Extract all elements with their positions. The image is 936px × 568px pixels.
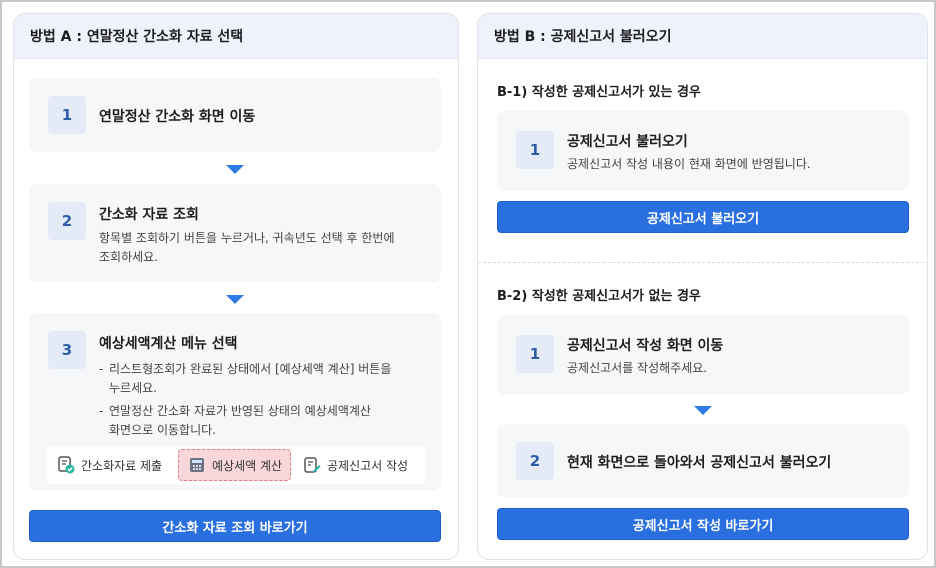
section-divider (478, 262, 927, 263)
go-to-write-deduction-form-button[interactable]: 공제신고서 작성 바로가기 (497, 508, 909, 540)
tab-label: 예상세액 계산 (212, 458, 283, 473)
step-title: 간소화 자료 조회 (99, 207, 199, 223)
step-title: 예상세액계산 메뉴 선택 (99, 336, 238, 352)
method-b2-step-2: 2 현재 화면으로 돌아와서 공제신고서 불러오기 (497, 424, 909, 498)
load-deduction-form-button[interactable]: 공제신고서 불러오기 (497, 201, 909, 233)
method-b-title: 방법 B : 공제신고서 불러오기 (478, 14, 927, 59)
step-description-line-2: 조회하세요. (99, 250, 159, 264)
tab-estimated-tax-calc-selected: 예상세액 계산 (178, 449, 292, 481)
tab-label: 공제신고서 작성 (327, 458, 409, 473)
method-b1-step-1: 1 공제신고서 불러오기 공제신고서 작성 내용이 현재 화면에 반영됩니다. (497, 111, 909, 191)
menu-tabs-preview: 간소화자료 제출 예상세액 계산 (46, 446, 426, 484)
document-check-icon (56, 455, 76, 475)
step-number: 1 (516, 131, 554, 169)
method-a-panel: 방법 A : 연말정산 간소화 자료 선택 1 연말정산 간소화 화면 이동 2… (13, 13, 459, 560)
section-b1-title: B-1) 작성한 공제신고서가 있는 경우 (497, 85, 701, 100)
step-bullet-1-line-2: 누르세요. (109, 381, 157, 395)
tab-simplified-data-submit: 간소화자료 제출 (56, 449, 162, 481)
calculator-icon (187, 455, 207, 475)
go-to-simplified-data-button[interactable]: 간소화 자료 조회 바로가기 (29, 510, 441, 542)
step-title: 현재 화면으로 돌아와서 공제신고서 불러오기 (567, 455, 832, 471)
tab-deduction-form-write: 공제신고서 작성 (302, 449, 408, 481)
step-description: 공제신고서 작성 내용이 현재 화면에 반영됩니다. (567, 157, 811, 171)
tab-label: 간소화자료 제출 (81, 458, 163, 473)
section-b2-title: B-2) 작성한 공제신고서가 없는 경우 (497, 289, 701, 304)
method-b-panel: 방법 B : 공제신고서 불러오기 B-1) 작성한 공제신고서가 있는 경우 … (477, 13, 928, 560)
step-bullet-2-line-1: 연말정산 간소화 자료가 반영된 상태의 예상세액계산 (99, 401, 371, 421)
step-description-line-1: 항목별 조회하기 버튼을 누르거나, 귀속년도 선택 후 한번에 (99, 231, 395, 245)
method-b2-step-1: 1 공제신고서 작성 화면 이동 공제신고서를 작성해주세요. (497, 315, 909, 395)
step-bullet-2-line-2: 화면으로 이동합니다. (109, 423, 216, 437)
step-number: 2 (48, 202, 86, 240)
step-number: 1 (516, 335, 554, 373)
arrow-down-icon (694, 406, 712, 415)
arrow-down-icon (226, 295, 244, 304)
method-a-step-1: 1 연말정산 간소화 화면 이동 (29, 78, 441, 152)
step-title: 공제신고서 작성 화면 이동 (567, 338, 724, 354)
edit-document-icon (302, 455, 322, 475)
step-description: 공제신고서를 작성해주세요. (567, 361, 708, 375)
step-title: 공제신고서 불러오기 (567, 134, 688, 150)
step-title: 연말정산 간소화 화면 이동 (99, 109, 256, 125)
step-bullet-1-line-1: 리스트형조회가 완료된 상태에서 [예상세액 계산] 버튼을 (99, 359, 391, 379)
step-number: 3 (48, 331, 86, 369)
step-number: 2 (516, 442, 554, 480)
method-a-title: 방법 A : 연말정산 간소화 자료 선택 (14, 14, 458, 59)
arrow-down-icon (226, 165, 244, 174)
method-a-step-2: 2 간소화 자료 조회 항목별 조회하기 버튼을 누르거나, 귀속년도 선택 후… (29, 184, 441, 282)
step-number: 1 (48, 96, 86, 134)
